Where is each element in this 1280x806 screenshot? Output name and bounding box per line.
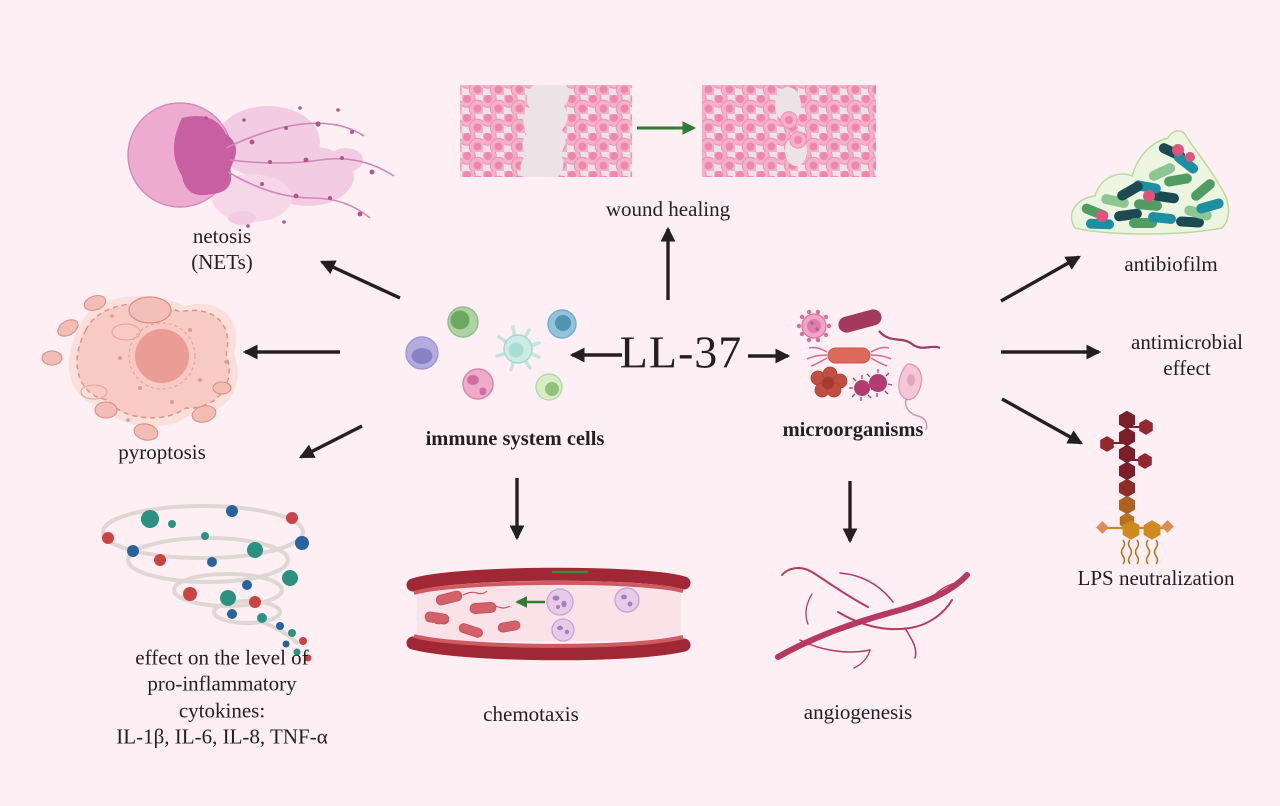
pyroptosis-label: pyroptosis bbox=[118, 439, 206, 464]
cytokines-label-line4: IL-1β, IL-6, IL-8, TNF-α bbox=[116, 724, 328, 749]
pyroptosis-illustration bbox=[41, 294, 238, 441]
antimicrobial-label: antimicrobial effect bbox=[1131, 329, 1243, 382]
immune-cells-label: immune system cells bbox=[425, 428, 605, 451]
cytokine-storm-illustration bbox=[101, 504, 312, 662]
lps-label: LPS neutralization bbox=[1077, 565, 1235, 590]
arrow-to-netosis bbox=[319, 260, 401, 300]
arrow-to-cytokines bbox=[298, 424, 363, 459]
netosis-illustration bbox=[127, 102, 395, 228]
microorganisms-label: microorganisms bbox=[782, 419, 924, 442]
netosis-label: netosis (NETs) bbox=[191, 223, 253, 276]
cytokines-label-line3: cytokines: bbox=[178, 698, 266, 722]
wound-healing-illustration bbox=[460, 85, 876, 177]
arrow-to-lps bbox=[1001, 397, 1083, 445]
antibiofilm-label: antibiofilm bbox=[1124, 251, 1218, 276]
lipid-tails bbox=[1120, 539, 1159, 565]
arrows bbox=[242, 226, 1102, 544]
angiogenesis-illustration bbox=[775, 567, 970, 669]
immune-cells-illustration bbox=[405, 306, 577, 401]
angiogenesis-label: angiogenesis bbox=[803, 699, 913, 724]
chemotaxis-label: chemotaxis bbox=[483, 701, 579, 726]
arrow-to-antibiofilm bbox=[1000, 255, 1081, 303]
microorganisms-illustration bbox=[796, 309, 941, 431]
netosis-label-line1: netosis bbox=[192, 223, 252, 248]
flagella bbox=[806, 346, 892, 367]
cocci-cluster bbox=[810, 366, 848, 398]
cytokines-label-line1: effect on the level of bbox=[135, 645, 309, 670]
virus-icon bbox=[796, 309, 832, 343]
bacteria-in-vessel bbox=[424, 590, 521, 638]
wound-healing-label: wound healing bbox=[605, 196, 731, 221]
lps-illustration bbox=[1096, 410, 1174, 565]
cytokines-label: effect on the level of pro-inflammatory … bbox=[116, 645, 327, 750]
cytokines-label-line2: pro-inflammatory bbox=[147, 671, 297, 696]
antimicrobial-label-line2: effect bbox=[1163, 356, 1211, 380]
chemotaxis-illustration bbox=[406, 567, 691, 661]
antibiofilm-illustration bbox=[1070, 130, 1230, 235]
netosis-label-line2: (NETs) bbox=[191, 250, 253, 274]
bacteria-flagella bbox=[434, 590, 511, 625]
center-title: LL-37 bbox=[619, 326, 743, 378]
leukocytes-in-vessel bbox=[546, 587, 640, 642]
antimicrobial-label-line1: antimicrobial bbox=[1131, 329, 1243, 354]
